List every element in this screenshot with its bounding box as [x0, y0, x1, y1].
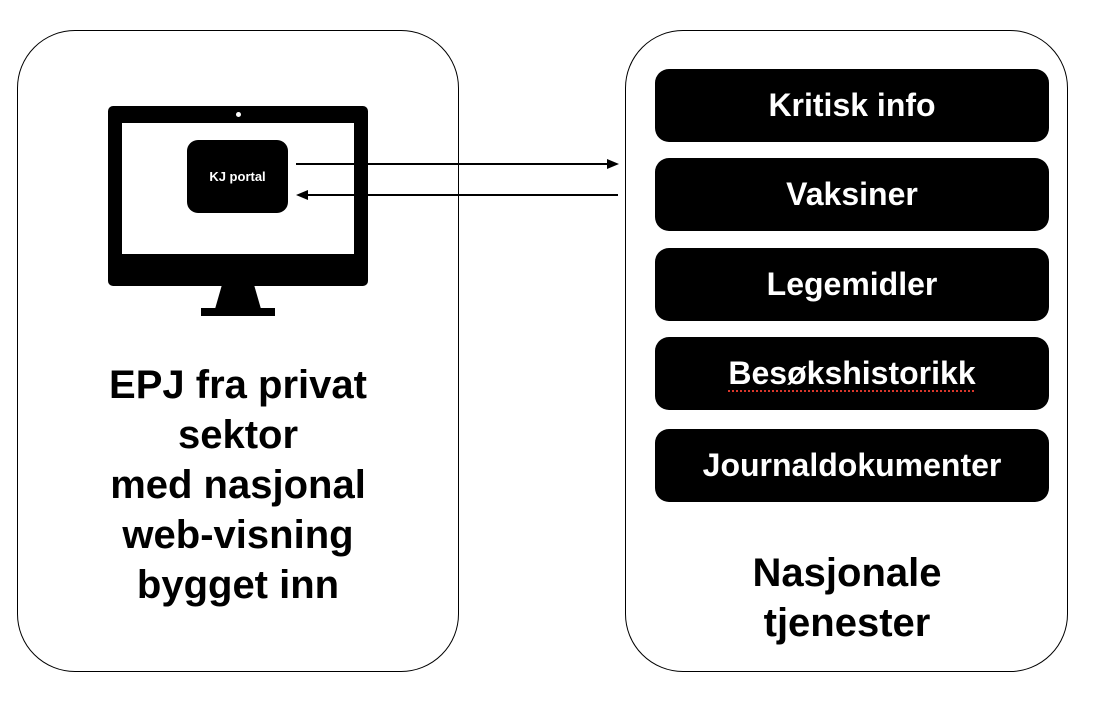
epj-title-line: web-visning	[122, 513, 354, 557]
national-title-line: Nasjonale	[752, 551, 942, 595]
monitor-stand	[215, 285, 261, 309]
service-label: Vaksiner	[786, 176, 918, 212]
service-label: Kritisk info	[768, 87, 936, 123]
arrow-request-head	[607, 159, 619, 169]
epj-title-line: sektor	[177, 413, 299, 457]
service-label: Legemidler	[766, 266, 938, 302]
national-services-title: Nasjonale tjenester	[640, 548, 1054, 648]
epj-title-line: bygget inn	[136, 563, 340, 607]
service-legemidler[interactable]: Legemidler	[655, 248, 1049, 321]
service-besokshistorikk[interactable]: Besøkshistorikk	[655, 337, 1049, 410]
camera-dot	[236, 112, 241, 117]
kj-portal-box[interactable]: KJ portal	[187, 140, 288, 213]
epj-title-line: EPJ fra privat	[109, 363, 367, 407]
service-journaldokumenter[interactable]: Journaldokumenter	[655, 429, 1049, 502]
service-kritisk-info[interactable]: Kritisk info	[655, 69, 1049, 142]
service-label: Journaldokumenter	[702, 447, 1002, 483]
service-label: Besøkshistorikk	[728, 355, 976, 391]
monitor-base	[201, 308, 275, 316]
epj-title: EPJ fra privat sektor med nasjonal web-v…	[40, 360, 436, 610]
epj-title-line: med nasjonal	[110, 463, 366, 507]
service-vaksiner[interactable]: Vaksiner	[655, 158, 1049, 231]
kj-portal-label: KJ portal	[209, 169, 266, 184]
national-title-line: tjenester	[763, 601, 931, 645]
